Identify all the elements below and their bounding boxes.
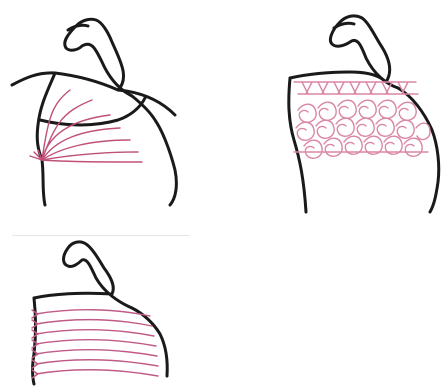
arm-illustration-b (268, 0, 448, 215)
muscle-fibers-b (294, 82, 430, 158)
panel-arm-bipennate (0, 0, 200, 215)
arm-outline-a (12, 19, 176, 205)
arm-illustration-a (0, 0, 200, 215)
panel-arm-multipennate (268, 0, 448, 215)
muscle-fibers-c (32, 310, 158, 378)
arm-outline-c (33, 242, 168, 384)
arm-illustration-c (12, 236, 190, 386)
fiber-loops-b (294, 100, 430, 158)
panel-arm-parallel (12, 235, 190, 386)
